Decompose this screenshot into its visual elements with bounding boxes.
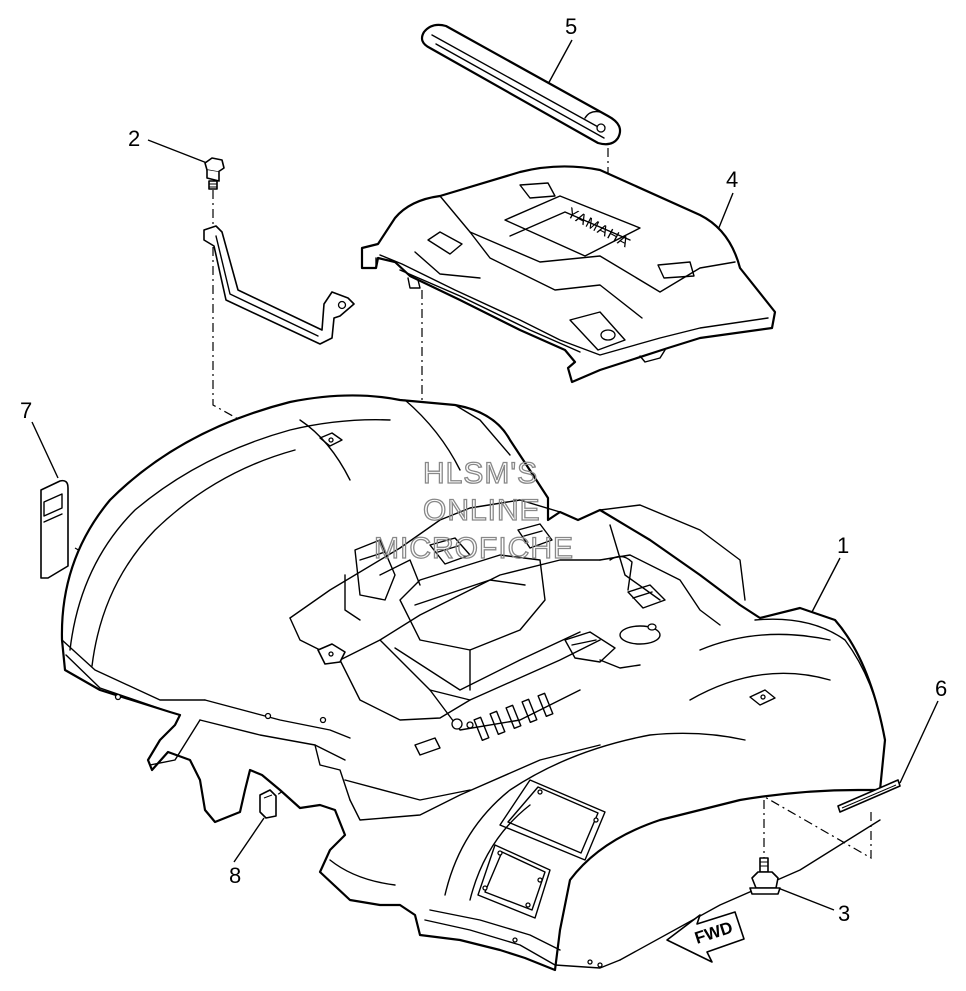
- part-3-bolt[interactable]: [749, 857, 781, 895]
- watermark: HLSM'S ONLINE MICROFICHE: [373, 456, 574, 565]
- callout-8[interactable]: 8: [229, 863, 241, 888]
- leader-5: [546, 39, 573, 87]
- callout-4[interactable]: 4: [726, 167, 738, 192]
- leader-7: [31, 421, 59, 479]
- callout-1[interactable]: 1: [837, 533, 849, 558]
- part-4-carrier-cover[interactable]: YAMAHA: [360, 165, 777, 384]
- callout-6[interactable]: 6: [935, 676, 947, 701]
- leader-1: [811, 557, 841, 613]
- watermark-line-2: ONLINE: [423, 494, 541, 527]
- callout-7[interactable]: 7: [20, 398, 32, 423]
- leader-6: [899, 700, 939, 784]
- callout-5[interactable]: 5: [565, 14, 577, 39]
- bracket[interactable]: [203, 225, 355, 345]
- callout-3[interactable]: 3: [838, 901, 850, 926]
- leader-lines: [31, 39, 939, 911]
- watermark-line-1: HLSM'S: [423, 457, 538, 490]
- part-1-rear-fender[interactable]: [60, 394, 887, 972]
- part-2-bolt[interactable]: [204, 157, 225, 190]
- callout-labels: 1 2 3 4 5 6 7 8: [20, 14, 947, 926]
- leader-8: [233, 817, 265, 863]
- part-6-label[interactable]: [837, 779, 901, 813]
- callout-2[interactable]: 2: [128, 126, 140, 151]
- vent-slots: [473, 692, 554, 742]
- fwd-direction-arrow: FWD: [666, 911, 745, 963]
- part-7-reflector[interactable]: [40, 479, 69, 579]
- part-5-carrier-rail[interactable]: [420, 23, 622, 146]
- watermark-line-3: MICROFICHE: [374, 532, 574, 565]
- leader-2: [147, 139, 208, 164]
- part-8-clip[interactable]: [259, 789, 277, 819]
- leader-3: [777, 887, 835, 911]
